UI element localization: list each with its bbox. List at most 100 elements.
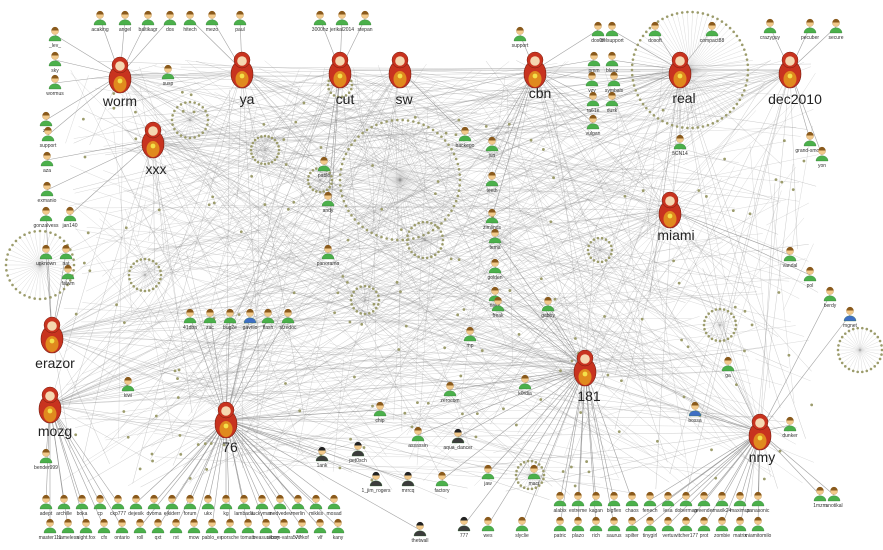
user-node[interactable]: blauz	[605, 51, 618, 74]
user-node[interactable]: zombie	[714, 516, 730, 539]
user-node[interactable]: qxt	[151, 518, 165, 541]
user-node[interactable]: treasureboy	[253, 518, 280, 541]
user-node[interactable]: zimlinds	[483, 208, 502, 231]
user-node[interactable]: ulcom-vatra577	[267, 518, 302, 541]
user-node[interactable]: kg	[219, 494, 233, 517]
user-node[interactable]: rich	[589, 516, 603, 539]
hub-node[interactable]	[778, 51, 802, 89]
user-node[interactable]: kiwi	[121, 376, 135, 399]
user-node[interactable]: ontario	[114, 518, 130, 541]
user-node[interactable]: mosad	[326, 494, 342, 517]
user-node[interactable]: kagan	[589, 491, 603, 514]
user-node[interactable]: nameless	[57, 518, 79, 541]
user-node[interactable]: vertu	[661, 516, 675, 539]
user-node[interactable]: night.fox	[77, 518, 96, 541]
user-node[interactable]: nat	[59, 244, 73, 267]
user-node[interactable]: angel	[118, 10, 132, 33]
hub-node[interactable]	[388, 51, 412, 89]
user-node[interactable]: ejkiderr	[164, 494, 181, 517]
user-node[interactable]: hitech	[183, 10, 197, 33]
user-node[interactable]: prot	[697, 516, 711, 539]
user-node[interactable]: panorama	[317, 244, 340, 267]
user-node[interactable]: _lev_	[48, 26, 61, 49]
user-node[interactable]: luckyman	[251, 494, 273, 517]
user-node[interactable]: baltikagr	[139, 10, 158, 33]
user-node[interactable]: merlin	[291, 494, 305, 517]
user-node[interactable]: alabix	[553, 491, 567, 514]
user-node[interactable]: crazyguy	[760, 18, 781, 41]
user-node[interactable]: andy	[321, 191, 335, 214]
user-node[interactable]: porsche	[221, 518, 239, 541]
user-node[interactable]: lambada	[234, 494, 254, 517]
user-node[interactable]: aza	[40, 151, 54, 174]
user-node[interactable]: vorkof	[295, 518, 309, 541]
user-node[interactable]: ra61e	[587, 91, 600, 114]
user-node[interactable]: golden	[487, 258, 503, 281]
user-node[interactable]: falwm	[61, 264, 75, 287]
user-node[interactable]: dvoma	[146, 494, 162, 517]
user-node[interactable]: flash	[261, 308, 275, 331]
user-node[interactable]: mezo	[205, 10, 218, 33]
user-node[interactable]: tinygirl	[643, 516, 657, 539]
user-node[interactable]: freak	[491, 296, 505, 319]
user-node[interactable]: ckp777	[110, 494, 126, 517]
user-node[interactable]: grand-smoke	[795, 131, 825, 154]
user-node[interactable]: archille	[56, 494, 72, 517]
user-node[interactable]: chip	[373, 401, 387, 424]
user-node[interactable]: chaos	[625, 491, 639, 514]
hub-node[interactable]	[573, 349, 597, 387]
hub-node[interactable]	[214, 401, 238, 439]
user-node[interactable]: boka	[75, 494, 89, 517]
user-node[interactable]: dejesik	[128, 494, 144, 517]
user-node[interactable]: gonzalvess	[33, 206, 59, 229]
user-node[interactable]: vzy	[585, 71, 599, 94]
hub-node[interactable]	[328, 51, 352, 89]
hub-node[interactable]	[108, 56, 132, 94]
user-node[interactable]: zac	[203, 308, 217, 331]
user-node[interactable]: extreme	[569, 491, 587, 514]
hub-node[interactable]	[40, 316, 64, 354]
hub-node[interactable]	[38, 386, 62, 424]
user-node[interactable]: pablo_ex	[202, 518, 223, 541]
hub-node[interactable]	[748, 413, 772, 451]
user-node[interactable]: bossa	[688, 401, 702, 424]
user-node[interactable]: support	[512, 26, 529, 49]
user-node[interactable]: stepan	[357, 10, 373, 33]
user-node[interactable]: cfx	[97, 518, 111, 541]
user-node[interactable]: mp	[463, 326, 477, 349]
user-node[interactable]: jaw	[481, 464, 495, 487]
user-node[interactable]: zerocom	[440, 381, 460, 404]
user-node[interactable]: cp	[93, 494, 107, 517]
user-node[interactable]: compact88	[700, 21, 725, 44]
user-node[interactable]: mgnet	[843, 306, 858, 329]
user-node[interactable]: fenech	[642, 491, 658, 514]
user-node[interactable]: support	[40, 126, 57, 149]
user-node[interactable]: susp	[161, 64, 175, 87]
user-node[interactable]: jan140	[61, 206, 78, 229]
user-node[interactable]: wormus	[46, 74, 64, 97]
user-node[interactable]: mact	[527, 464, 541, 487]
user-node[interactable]: roll	[133, 518, 147, 541]
user-node[interactable]: kany	[331, 518, 345, 541]
user-node[interactable]: anotikal	[825, 486, 843, 509]
user-node[interactable]: symbals	[605, 71, 624, 94]
user-node[interactable]: mikkis	[309, 494, 323, 517]
user-node[interactable]: 1mzm	[813, 486, 827, 509]
user-node[interactable]: miamitomilo	[745, 516, 772, 539]
user-node[interactable]: dos0ff	[591, 21, 605, 44]
user-node[interactable]: 41dba	[183, 308, 197, 331]
hub-node[interactable]	[230, 51, 254, 89]
user-node[interactable]: pol	[803, 266, 817, 289]
user-node[interactable]: factory	[434, 471, 450, 494]
user-node[interactable]: greender	[694, 491, 714, 514]
hub-node[interactable]	[668, 51, 692, 89]
user-node[interactable]: gabby	[541, 296, 555, 319]
user-node[interactable]: pecuber	[801, 18, 819, 41]
user-node[interactable]: dosoft	[648, 21, 662, 44]
user-node[interactable]: sizedoc	[280, 308, 297, 331]
user-node[interactable]: matrix	[733, 516, 747, 539]
user-node[interactable]: yon	[815, 146, 829, 169]
user-node[interactable]: ga	[721, 356, 735, 379]
user-node[interactable]: maxik24	[713, 491, 732, 514]
user-node[interactable]: rxt	[169, 518, 183, 541]
